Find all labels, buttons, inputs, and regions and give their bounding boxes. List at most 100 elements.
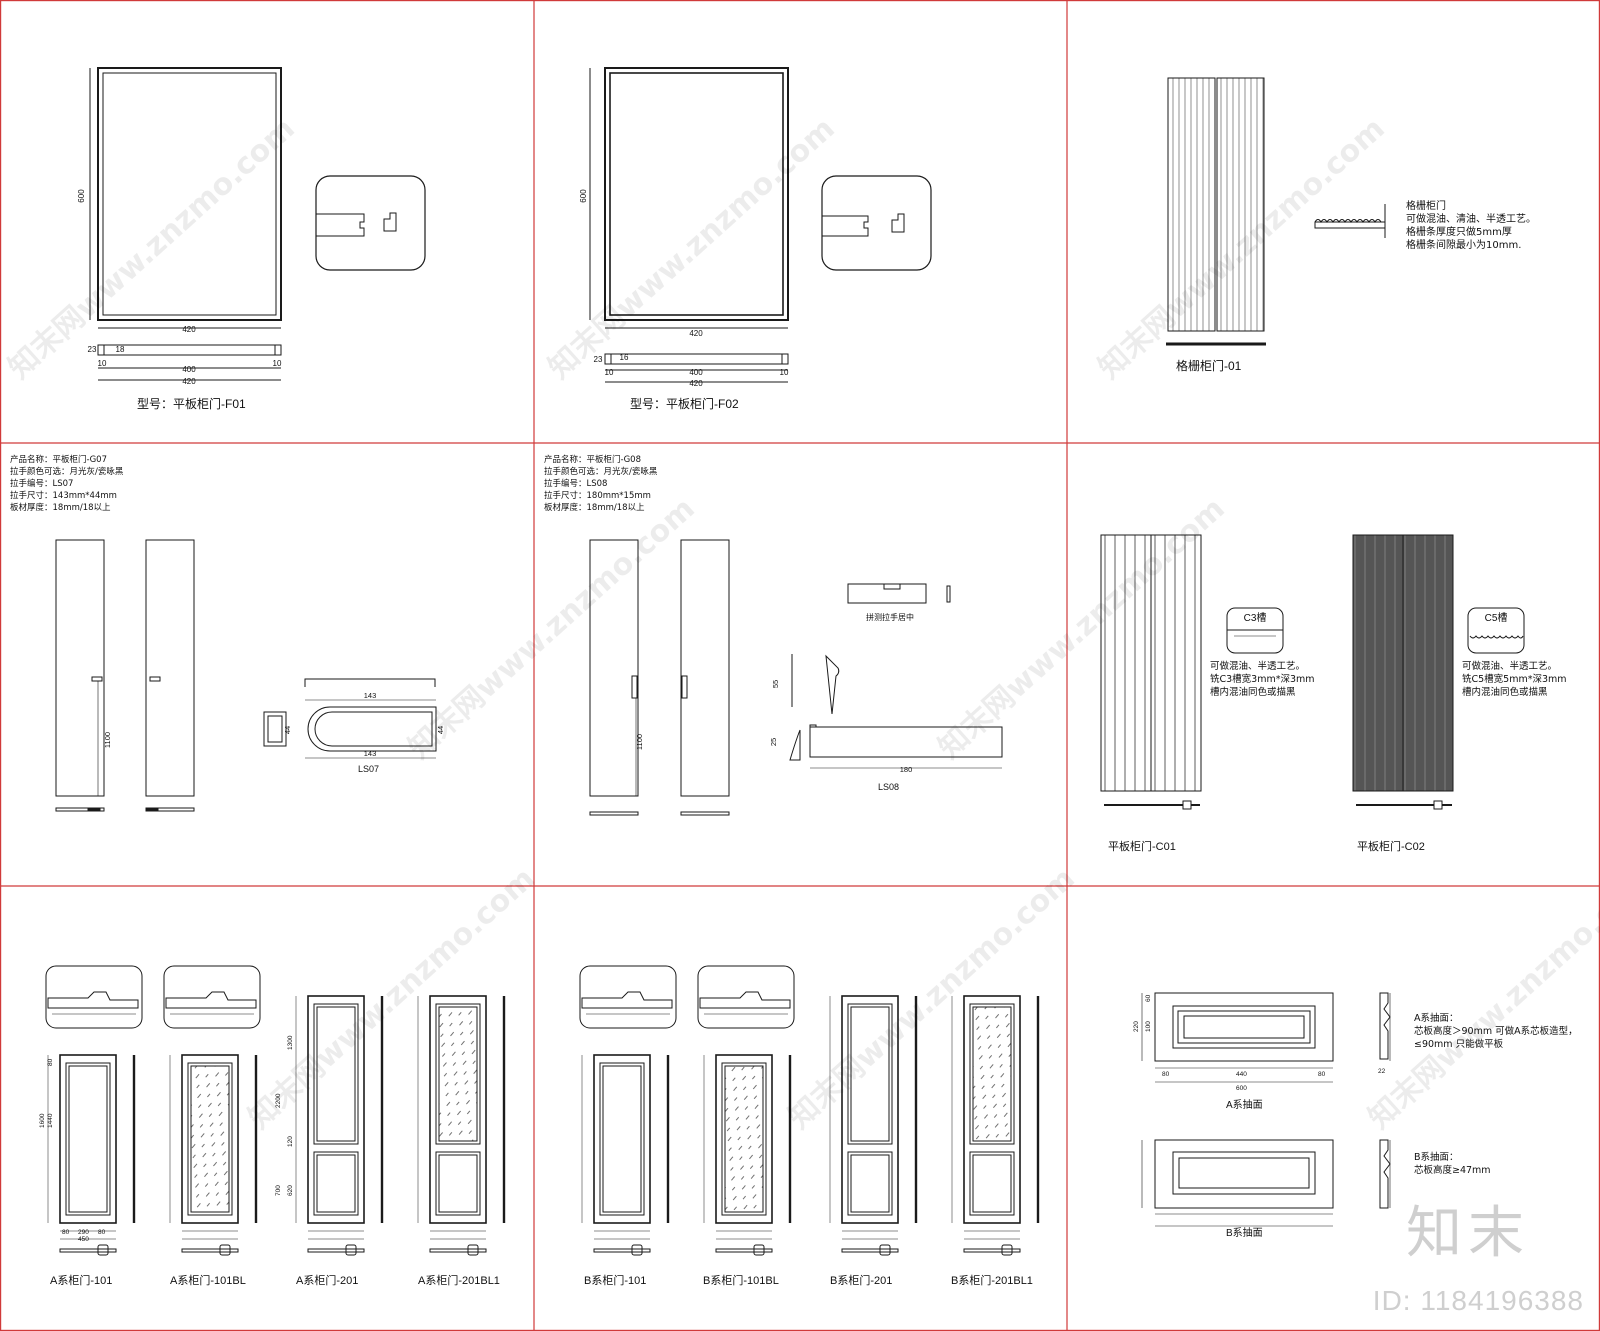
image-id: ID: 1184196388 xyxy=(1372,1285,1584,1316)
f02-dim-thick-b: 16 xyxy=(620,353,629,362)
a-dim-w290: 290 xyxy=(78,1229,89,1236)
f01-model-label: 型号：平板柜门-F01 xyxy=(137,396,246,411)
f02-dim-edge-left: 10 xyxy=(605,368,614,377)
door-f02-section xyxy=(604,353,789,365)
panel-b-series xyxy=(579,965,1040,1256)
drawer-dim-w440: 440 xyxy=(1236,1071,1247,1078)
profile-detail-f02 xyxy=(821,175,932,271)
a-dim-120: 120 xyxy=(287,1136,294,1147)
f01-dim-thick-a: 23 xyxy=(88,345,97,354)
a-door-101bl-caption: A系柜门-101BL xyxy=(170,1273,246,1287)
a-series-captions: A系柜门-101 A系柜门-101BL A系柜门-201 A系柜门-201BL1… xyxy=(50,1273,1033,1287)
a-dim-w80a: 80 xyxy=(62,1229,70,1236)
a-door-4 xyxy=(417,995,506,1256)
g07-spec-1: 产品名称：平板柜门-G07 xyxy=(10,454,107,465)
panel-c xyxy=(1100,534,1525,810)
g08-spec-4: 拉手尺寸：180mm*15mm xyxy=(544,490,651,501)
a-drawer-note-3: ≤90mm 只能做平板 xyxy=(1414,1038,1504,1050)
a-dim-80: 80 xyxy=(47,1058,54,1066)
grille-caption: 格栅柜门-01 xyxy=(1176,358,1242,373)
b-door-101-caption: B系柜门-101 xyxy=(584,1273,646,1287)
a-dim-2200: 2200 xyxy=(275,1093,282,1108)
a-dim-w80b: 80 xyxy=(98,1229,106,1236)
c02-caption: 平板柜门-C02 xyxy=(1357,839,1425,853)
door-f01-section xyxy=(97,344,282,356)
f02-dim-center: 400 xyxy=(689,368,703,377)
ls07-dim-top: 143 xyxy=(364,691,377,700)
a-door-2 xyxy=(169,1054,258,1256)
a-door-1 xyxy=(47,1054,136,1256)
f02-dim-edge-right: 10 xyxy=(780,368,789,377)
g07-dim-handle-h: 1100 xyxy=(103,732,112,748)
f01-dim-center: 400 xyxy=(182,365,196,374)
door-f02-outer xyxy=(604,67,789,321)
f01-dim-total: 420 xyxy=(182,377,196,386)
grille-note-4: 格栅条间隙最小为10mm. xyxy=(1406,238,1521,251)
c5-note-1: 可做混油、半透工艺。 xyxy=(1462,660,1557,672)
ls07-side-view xyxy=(263,711,287,747)
watermark-4: 知末网www.znzmo.com xyxy=(402,491,702,766)
g07-spec-4: 拉手尺寸：143mm*44mm xyxy=(10,490,117,501)
panel-f02-dims: 600 420 23 16 10 400 10 420 xyxy=(579,189,789,388)
f02-dim-total: 420 xyxy=(689,379,703,388)
c01-door-right xyxy=(1150,534,1202,792)
a-profile-details xyxy=(45,965,261,1029)
a-door-3 xyxy=(295,995,384,1256)
ls07-dim-bottom: 143 xyxy=(364,749,377,758)
b-door-4 xyxy=(951,995,1040,1256)
c01-caption: 平板柜门-C01 xyxy=(1108,839,1176,853)
a-dim-1440: 1440 xyxy=(47,1113,54,1128)
a-door-201-caption: A系柜门-201 xyxy=(296,1273,358,1287)
panel-g08 xyxy=(589,539,1003,816)
ls07-top-view xyxy=(304,678,436,687)
ls08-code: LS08 xyxy=(878,782,899,792)
a-door-201bl1-caption: A系柜门-201BL1 xyxy=(418,1273,500,1287)
g08-door-left xyxy=(589,539,639,797)
g07-spec-2: 拉手颜色可选：月光灰/瓷咏黑 xyxy=(10,466,124,477)
c5-note-3: 槽内混油同色或描黑 xyxy=(1462,686,1548,698)
f01-dim-edge-right: 10 xyxy=(273,359,282,368)
drawer-notes: A系抽面： 芯板高度＞90mm 可做A系芯板造型， ≤90mm 只能做平板 B系… xyxy=(1414,1012,1578,1176)
panel-grille xyxy=(1166,77,1386,346)
ls08-dim-180: 180 xyxy=(900,765,913,774)
b-door-201bl1-caption: B系柜门-201BL1 xyxy=(951,1273,1033,1287)
drawer-dim-t22: 22 xyxy=(1378,1068,1386,1075)
f01-dim-edge-left: 10 xyxy=(98,359,107,368)
profile-detail-f01 xyxy=(315,175,426,271)
ls08-dim-25: 25 xyxy=(769,738,778,746)
g07-door-left xyxy=(55,539,105,797)
ls07-code: LS07 xyxy=(358,764,379,774)
grille-door-right xyxy=(1216,77,1265,332)
drawer-dims: 220 60 100 80 440 80 600 22 xyxy=(1133,994,1386,1092)
f02-dim-width: 420 xyxy=(689,329,703,338)
f01-dim-height: 600 xyxy=(77,189,86,203)
b-drawer-front xyxy=(1154,1139,1334,1209)
b-door-101bl-caption: B系柜门-101BL xyxy=(703,1273,779,1287)
g08-spec-3: 拉手编号：LS08 xyxy=(544,478,607,489)
drawer-dim-w600: 600 xyxy=(1236,1085,1247,1092)
grille-note-2: 可做混油、清油、半透工艺。 xyxy=(1406,212,1536,225)
c02-door-right xyxy=(1402,534,1454,792)
ls08-dim-55: 55 xyxy=(771,680,780,688)
c3-label: C3槽 xyxy=(1244,611,1267,624)
c-notes: 可做混油、半透工艺。 铣C3槽宽3mm*深3mm 槽内混油同色或描黑 可做混油、… xyxy=(1210,660,1567,698)
c3-note-3: 槽内混油同色或描黑 xyxy=(1210,686,1296,698)
drawer-dim-60: 60 xyxy=(1145,994,1152,1002)
f02-model-label: 型号：平板柜门-F02 xyxy=(630,396,739,411)
a-drawer-section xyxy=(1379,992,1391,1060)
c5-label: C5槽 xyxy=(1485,611,1508,624)
g07-spec-5: 板材厚度：18mm/18以上 xyxy=(10,502,111,513)
b-door-2 xyxy=(703,1054,792,1256)
logo-mark: 知末 xyxy=(1406,1201,1530,1266)
a-dim-620: 620 xyxy=(287,1185,294,1196)
watermark-2: 知末网www.znzmo.com xyxy=(542,111,842,386)
g08-spec-5: 板材厚度：18mm/18以上 xyxy=(544,502,645,513)
panel-drawers xyxy=(1141,992,1391,1227)
a-drawer-front xyxy=(1154,992,1334,1062)
g08-dims: 1100 55 25 180 xyxy=(635,680,912,774)
ls07-dim-side-a: 44 xyxy=(283,726,292,734)
watermark-8: 知末网www.znzmo.com xyxy=(1362,861,1600,1136)
a-drawer-caption: A系抽面 xyxy=(1226,1098,1263,1111)
f02-dim-height: 600 xyxy=(579,189,588,203)
